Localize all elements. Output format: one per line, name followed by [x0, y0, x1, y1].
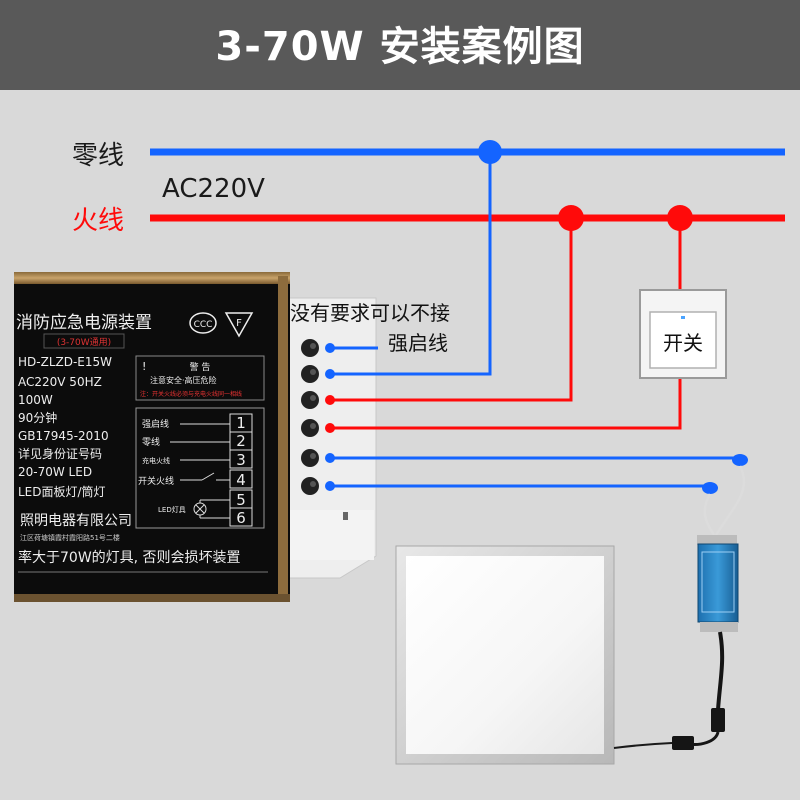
note-line2: 强启线 [388, 331, 448, 355]
device-spec-5: 详见身份证号码 [18, 446, 102, 461]
terminal-num-1: 1 [236, 414, 246, 432]
terminal-num-2: 2 [236, 432, 246, 450]
device-spec-7: LED面板灯/筒灯 [18, 484, 106, 499]
led-driver [613, 465, 746, 750]
led-connector-dot [732, 454, 748, 466]
charge-live-wire [330, 218, 573, 402]
terminal-label-2: 零线 [142, 436, 160, 448]
device-spec-2: 100W [18, 393, 53, 407]
fire-cert-icon: F [224, 312, 254, 338]
emergency-power-device: 消防应急电源装置 CCC F (3-70W通用) HD-ZLZD-E15W AC… [14, 272, 290, 602]
svg-text:F: F [236, 318, 242, 329]
terminal-block [283, 297, 377, 579]
bottom-warning: 率大于70W的灯具, 否则会损坏装置 [18, 549, 241, 566]
led-panel-light [395, 545, 615, 765]
device-badge: (3-70W通用) [57, 337, 111, 348]
device-spec-0: HD-ZLZD-E15W [18, 355, 112, 369]
title-bar: 3-70W 安装案例图 [0, 0, 800, 90]
warning-line: 注意安全·高压危险 [150, 375, 217, 385]
note-line1: 没有要求可以不接 [290, 301, 450, 325]
warning-title: 警 告 [190, 361, 211, 373]
device-spec-4: GB17945-2010 [18, 429, 109, 443]
wire-end-dot [325, 423, 335, 433]
device-name: 消防应急电源装置 [16, 313, 152, 333]
manufacturer: 照明电器有限公司 [20, 513, 132, 529]
wire-end-dot [325, 369, 335, 379]
page-title: 3-70W 安装案例图 [215, 24, 585, 70]
wire-end-dot [325, 343, 335, 353]
wire-end-dot [325, 481, 335, 491]
neutral-junction [478, 140, 502, 164]
neutral-label: 零线 [72, 141, 124, 171]
lamp-symbol-icon [193, 502, 207, 516]
wall-switch: 开关 [639, 289, 727, 379]
device-spec-1: AC220V 50HZ [18, 375, 102, 389]
svg-text:CCC: CCC [194, 320, 213, 330]
terminal-num-6: 6 [236, 509, 246, 527]
terminal-screws [301, 339, 348, 520]
live-junction-switch [667, 205, 693, 231]
terminal-num-5: 5 [236, 491, 246, 509]
terminal-label-3: 充电火线 [142, 456, 170, 465]
device-spec-6: 20-70W LED [18, 465, 92, 479]
terminal-label-5: LED灯具 [158, 505, 186, 514]
warning-box [135, 355, 265, 401]
ccc-certification-icon: CCC [189, 312, 217, 334]
terminal-label-1: 强启线 [142, 418, 169, 430]
wire-end-dot [325, 453, 335, 463]
terminal-legend-cells [229, 413, 253, 527]
terminal-num-4: 4 [236, 471, 246, 489]
badge-frame [43, 333, 125, 349]
warning-red: 注：开关火线必须与充电火线同一相线 [140, 390, 242, 398]
terminal-num-3: 3 [236, 451, 246, 469]
led-connector-dot [702, 482, 718, 494]
voltage-label: AC220V [162, 174, 265, 204]
warning-mark: ! [142, 360, 146, 373]
terminal-label-4: 开关火线 [138, 475, 174, 487]
live-junction-charge [558, 205, 584, 231]
live-label: 火线 [72, 206, 124, 236]
switch-label: 开关 [663, 331, 703, 355]
device-spec-3: 90分钟 [18, 410, 57, 425]
terminal-legend-lines [170, 423, 230, 519]
wire-end-dot [325, 395, 335, 405]
device-address: 江区荷塘镇霞村霞阳路51号二楼 [20, 533, 120, 542]
neutral-drop-wire [330, 152, 492, 376]
